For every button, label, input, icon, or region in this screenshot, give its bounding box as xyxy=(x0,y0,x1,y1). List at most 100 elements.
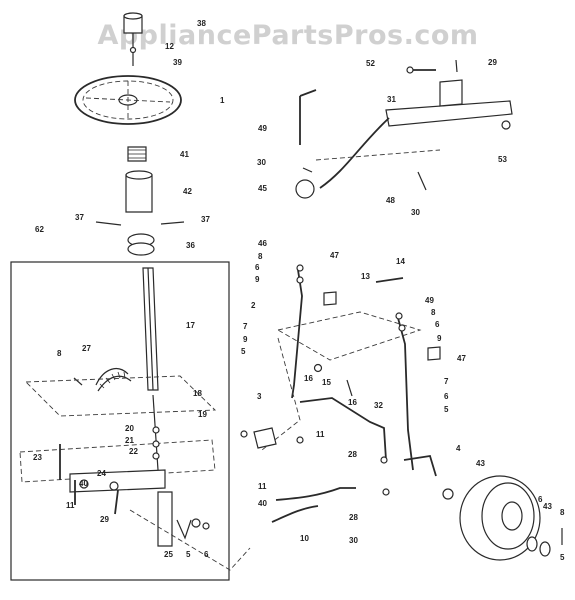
callout-12: 12 xyxy=(165,42,174,51)
callout-19: 19 xyxy=(198,410,207,419)
shaft-part xyxy=(157,491,173,547)
bolt-head xyxy=(406,66,414,74)
drag-link-lower xyxy=(271,505,319,523)
callout-39: 39 xyxy=(173,58,182,67)
tie-rod-part xyxy=(299,397,387,461)
bearing-part xyxy=(526,536,538,552)
pin-part xyxy=(73,377,83,386)
nut-part xyxy=(313,363,323,373)
callout-10: 10 xyxy=(300,534,309,543)
bushing-part xyxy=(109,481,119,491)
column-centerline xyxy=(147,267,154,391)
axle-outline xyxy=(276,311,422,361)
sector-gear-edge xyxy=(97,375,132,392)
callout-9: 9 xyxy=(437,334,442,343)
screw-part xyxy=(160,221,185,225)
callout-3: 3 xyxy=(257,392,262,401)
callout-28: 28 xyxy=(349,513,358,522)
callout-7: 7 xyxy=(444,377,449,386)
washer-part xyxy=(152,452,160,460)
steering-wheel-part xyxy=(74,75,182,125)
front-wheel-hub xyxy=(501,501,523,531)
callout-41: 41 xyxy=(180,150,189,159)
nut-part xyxy=(395,312,403,320)
callout-40: 40 xyxy=(79,479,88,488)
watermark: AppliancePartsPros.com xyxy=(97,20,478,51)
callout-9: 9 xyxy=(255,275,260,284)
callout-62: 62 xyxy=(35,225,44,234)
callout-24: 24 xyxy=(97,469,106,478)
callout-18: 18 xyxy=(193,389,202,398)
callout-6: 6 xyxy=(255,263,260,272)
drag-link-part xyxy=(275,487,356,501)
callout-43: 43 xyxy=(543,502,552,511)
callout-6: 6 xyxy=(538,495,543,504)
callout-32: 32 xyxy=(374,401,383,410)
callout-11: 11 xyxy=(316,430,325,439)
washer-part xyxy=(296,276,304,284)
bolt-part xyxy=(114,489,119,515)
callout-42: 42 xyxy=(183,187,192,196)
callout-29: 29 xyxy=(100,515,109,524)
screw-part xyxy=(95,221,122,226)
sector-gear-teeth xyxy=(99,371,126,389)
nut-part xyxy=(380,456,388,464)
spindle-bracket-part xyxy=(253,427,277,449)
callout-14: 14 xyxy=(396,257,405,266)
callout-47: 47 xyxy=(457,354,466,363)
callout-4: 4 xyxy=(456,444,461,453)
rod-part xyxy=(299,89,317,145)
nut-part xyxy=(129,46,137,54)
callout-46: 46 xyxy=(258,239,267,248)
callout-6: 6 xyxy=(204,550,209,559)
callout-5: 5 xyxy=(444,405,449,414)
axle-end-part xyxy=(403,454,437,477)
callout-20: 20 xyxy=(125,424,134,433)
callout-8: 8 xyxy=(560,508,565,517)
callout-5: 5 xyxy=(241,347,246,356)
callout-22: 22 xyxy=(129,447,138,456)
sleeve-part xyxy=(125,174,153,213)
callout-8: 8 xyxy=(431,308,436,317)
key-part xyxy=(176,519,192,540)
callout-40: 40 xyxy=(258,499,267,508)
nut-part xyxy=(240,430,248,438)
spindle-part-right xyxy=(397,317,414,471)
callout-8: 8 xyxy=(57,349,62,358)
knob-part xyxy=(295,179,315,199)
callout-9: 9 xyxy=(243,335,248,344)
pin-part xyxy=(417,171,427,191)
callout-2: 2 xyxy=(251,301,256,310)
callout-25: 25 xyxy=(164,550,173,559)
link-rod-part xyxy=(319,117,390,189)
pin-part xyxy=(455,59,458,73)
callout-29: 29 xyxy=(488,58,497,67)
callout-30: 30 xyxy=(349,536,358,545)
pin-part xyxy=(346,379,353,397)
callout-16: 16 xyxy=(348,398,357,407)
callout-36: 36 xyxy=(186,241,195,250)
callout-45: 45 xyxy=(258,184,267,193)
washer-part xyxy=(152,440,160,448)
frame-outline-lower xyxy=(19,439,216,483)
washer-part xyxy=(398,324,406,332)
callout-16: 16 xyxy=(304,374,313,383)
callout-48: 48 xyxy=(386,196,395,205)
washer-part xyxy=(152,426,160,434)
bushing-part xyxy=(79,479,89,489)
callout-47: 47 xyxy=(330,251,339,260)
axle-outline-left xyxy=(261,337,301,451)
bushing-part xyxy=(427,346,441,361)
front-axle-assembly xyxy=(240,264,563,561)
steering-column-assembly xyxy=(10,12,251,581)
callout-49: 49 xyxy=(258,124,267,133)
callout-38: 38 xyxy=(197,19,206,28)
frame-outline xyxy=(24,375,217,417)
pin-part xyxy=(302,167,313,173)
callout-17: 17 xyxy=(186,321,195,330)
steering-cap-top xyxy=(123,12,143,20)
callout-8: 8 xyxy=(258,252,263,261)
